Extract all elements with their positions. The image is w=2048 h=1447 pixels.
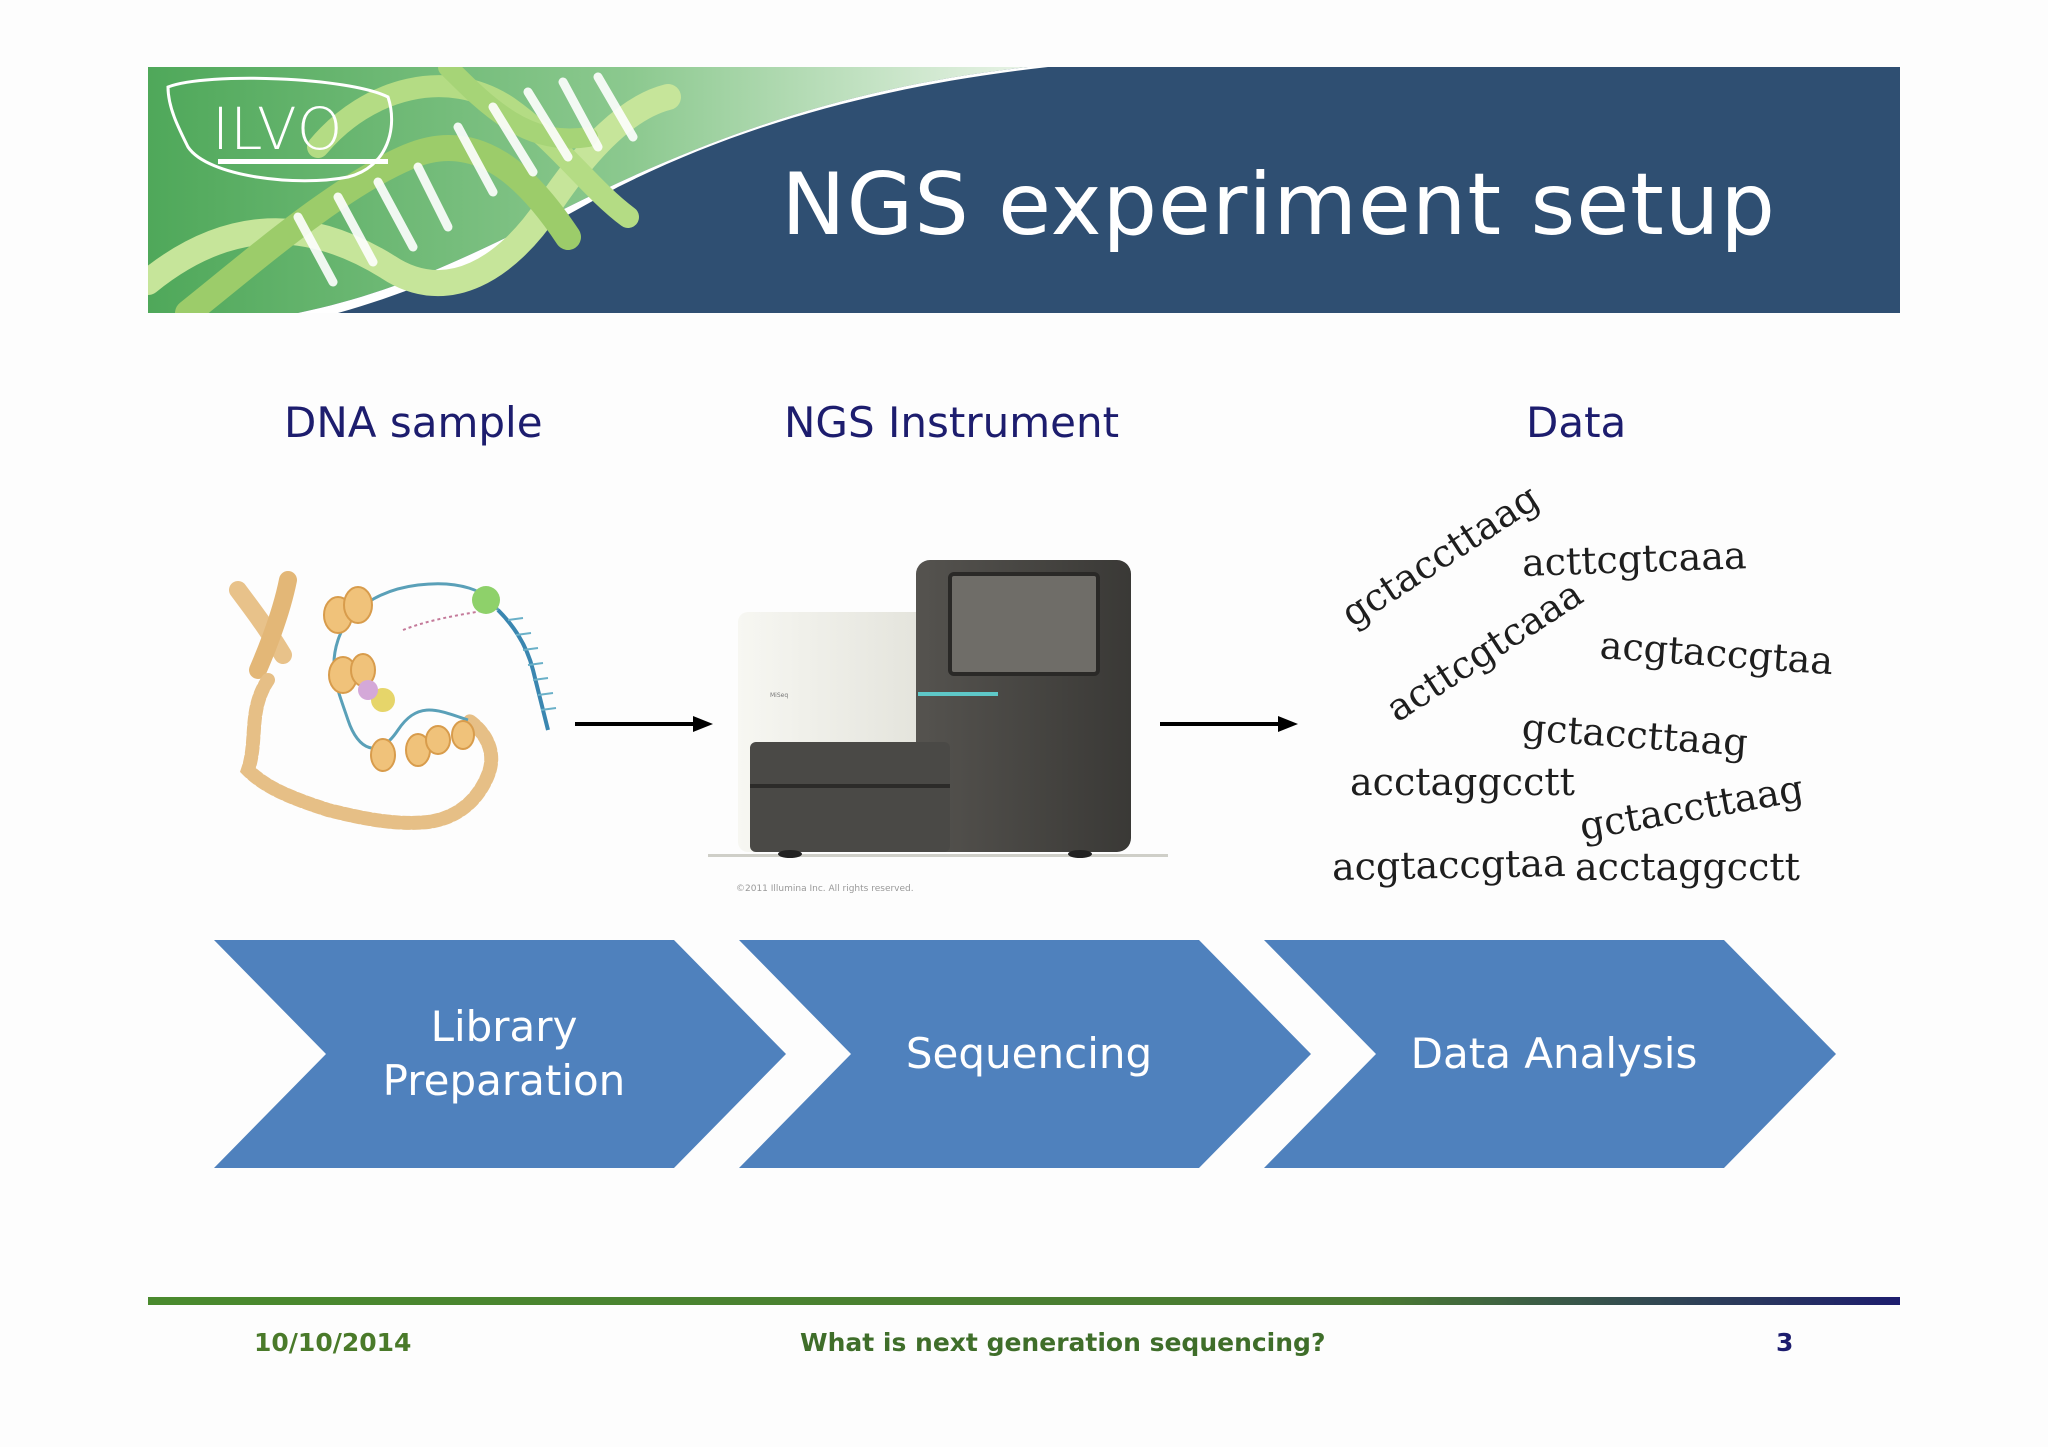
read-text: acctaggcctt [1575,845,1800,889]
ngs-instrument-image: MiSeq [708,560,1168,858]
arrow-right-icon [1160,716,1298,732]
dna-helix-icon [148,67,681,313]
read-text: gctaccttaag [1520,705,1750,765]
sequence-reads: gctaccttaag acttcgtcaaa acttcgtcaaa acgt… [1300,475,1840,905]
logo-underline [218,159,388,164]
arrow-right-icon [575,716,713,732]
read-text: acgtaccgtaa [1331,840,1567,889]
read-text: acctaggcctt [1350,760,1575,804]
banner-background [148,67,1900,313]
step-label-line2: Preparation [382,1056,626,1105]
logo-leaf-icon [166,76,394,183]
read-text: acgtaccgtaa [1598,623,1835,684]
logo-text: ILVO [212,95,344,163]
copyright-text: ©2011 Illumina Inc. All rights reserved. [736,884,914,894]
svg-text:MiSeq: MiSeq [770,692,788,699]
chromosome-icon [229,571,297,679]
header-banner: ILVO NGS experiment setup [148,67,1900,313]
step-data-analysis: Data Analysis [1410,1029,1698,1078]
dna-sample-illustration [229,571,557,830]
step-sequencing: Sequencing [905,1029,1153,1078]
read-text: gctaccttaag [1576,766,1807,849]
label-ngs-instrument: NGS Instrument [784,398,1120,447]
footer-divider [148,1297,1900,1305]
step-label-line1: Library [430,1002,578,1051]
step-library-preparation: Library Preparation [346,1000,662,1108]
footer-title: What is next generation sequencing? [800,1328,1326,1357]
footer-date: 10/10/2014 [254,1328,412,1357]
label-data: Data [1526,398,1627,447]
slide-title: NGS experiment setup [781,155,1776,255]
label-dna-sample: DNA sample [284,398,543,447]
page-number: 3 [1776,1328,1794,1357]
